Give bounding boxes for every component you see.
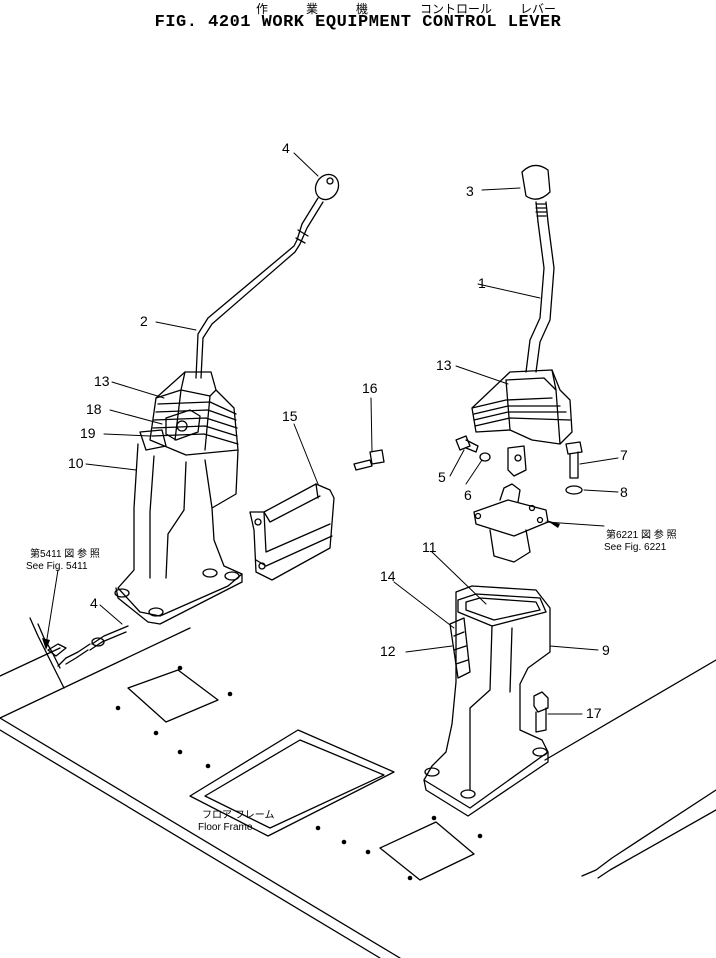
callout-12: 12	[380, 643, 396, 659]
callout-4-wire: 4	[90, 595, 98, 611]
bolt-5	[455, 435, 479, 453]
floor-frame-label-en: Floor Frame	[198, 822, 253, 833]
ref-5411-jp: 第5411 図 参 照	[30, 547, 100, 560]
callout-13-left: 13	[94, 373, 110, 389]
bolt-17	[533, 691, 549, 733]
left-lever-rod	[195, 197, 324, 379]
right-knob	[521, 164, 551, 200]
title-jp-word-4: コントロール	[420, 2, 493, 16]
ref-6221-jp: 第6221 図 参 照	[606, 528, 677, 541]
washer-8	[565, 485, 583, 495]
title-jp-word-3: 機	[356, 2, 369, 16]
callout-1: 1	[478, 275, 486, 291]
left-knob	[314, 173, 340, 201]
left-lever-assembly	[114, 173, 340, 625]
wire-harness	[29, 617, 129, 689]
left-pedestal	[117, 443, 243, 617]
title-jp-word-1: 作	[256, 2, 269, 16]
callout-16: 16	[362, 380, 378, 396]
title-japanese: 作 業 機 コントロール レバー	[0, 0, 716, 16]
callout-13-right: 13	[436, 357, 452, 373]
pilot-valve	[473, 499, 549, 537]
callout-11: 11	[422, 539, 437, 555]
callout-9: 9	[602, 642, 610, 658]
title-jp-word-5: レバー	[520, 2, 557, 16]
bolt-16	[353, 449, 385, 471]
ref-5411-en: See Fig. 5411	[26, 561, 88, 572]
right-lever-rod	[525, 221, 555, 373]
right-pedestal	[423, 585, 551, 809]
callout-7: 7	[620, 447, 628, 463]
callout-2: 2	[140, 313, 148, 329]
callout-15: 15	[282, 408, 298, 424]
callout-19: 19	[80, 425, 96, 441]
callout-10: 10	[68, 455, 84, 471]
callout-6: 6	[464, 487, 472, 503]
floor-frame-label-jp: フロア フレーム	[202, 809, 274, 821]
callout-3: 3	[466, 183, 474, 199]
right-lever-assembly	[423, 164, 573, 817]
callout-5: 5	[438, 469, 446, 485]
bolt-7	[565, 441, 583, 479]
figure-title: FIG. 4201 WORK EQUIPMENT CONTROL LEVER	[154, 13, 562, 32]
washer-6	[479, 452, 491, 462]
ref-6221-en: See Fig. 6221	[604, 542, 667, 553]
callout-14: 14	[380, 568, 396, 584]
callout-17: 17	[586, 705, 602, 721]
leader-lines	[45, 152, 619, 715]
left-boot	[149, 371, 239, 456]
cover-plate	[249, 483, 335, 581]
callout-4-knob: 4	[282, 140, 290, 156]
title-jp-word-2: 業	[306, 2, 319, 16]
floor-frame	[0, 627, 716, 958]
callout-8: 8	[620, 484, 628, 500]
callout-18: 18	[86, 401, 102, 417]
